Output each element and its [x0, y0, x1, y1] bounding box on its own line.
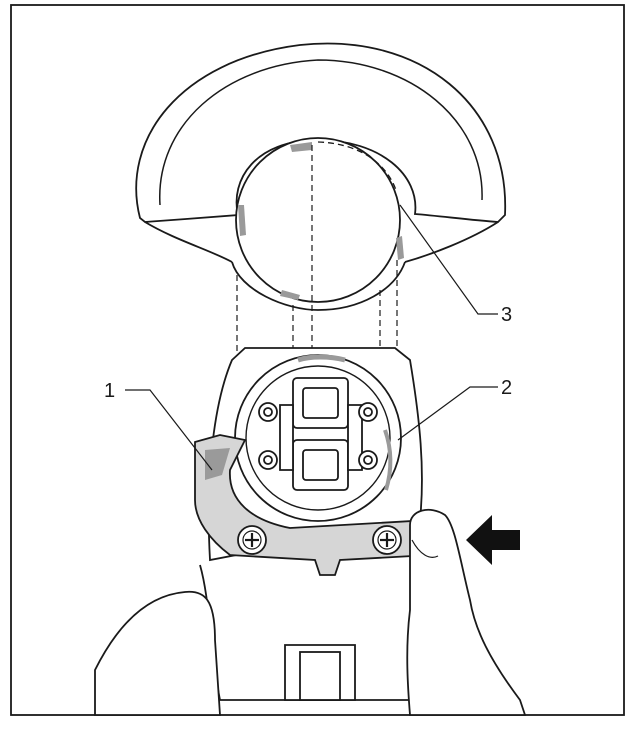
hands: [94, 508, 527, 716]
callout-3-label: 3: [501, 304, 512, 326]
grinder-body: [199, 347, 423, 701]
frame-border: [10, 4, 625, 716]
callout-2-label: 2: [501, 377, 512, 399]
clamp-lever: [194, 434, 431, 576]
phillips-screw-icon: [237, 525, 267, 555]
wheel-guard: [135, 42, 506, 311]
arrow-left-icon: [466, 515, 520, 565]
callout-leaders: [125, 204, 498, 471]
phillips-screw-icon: [372, 525, 402, 555]
callout-1-label: 1: [104, 380, 115, 402]
